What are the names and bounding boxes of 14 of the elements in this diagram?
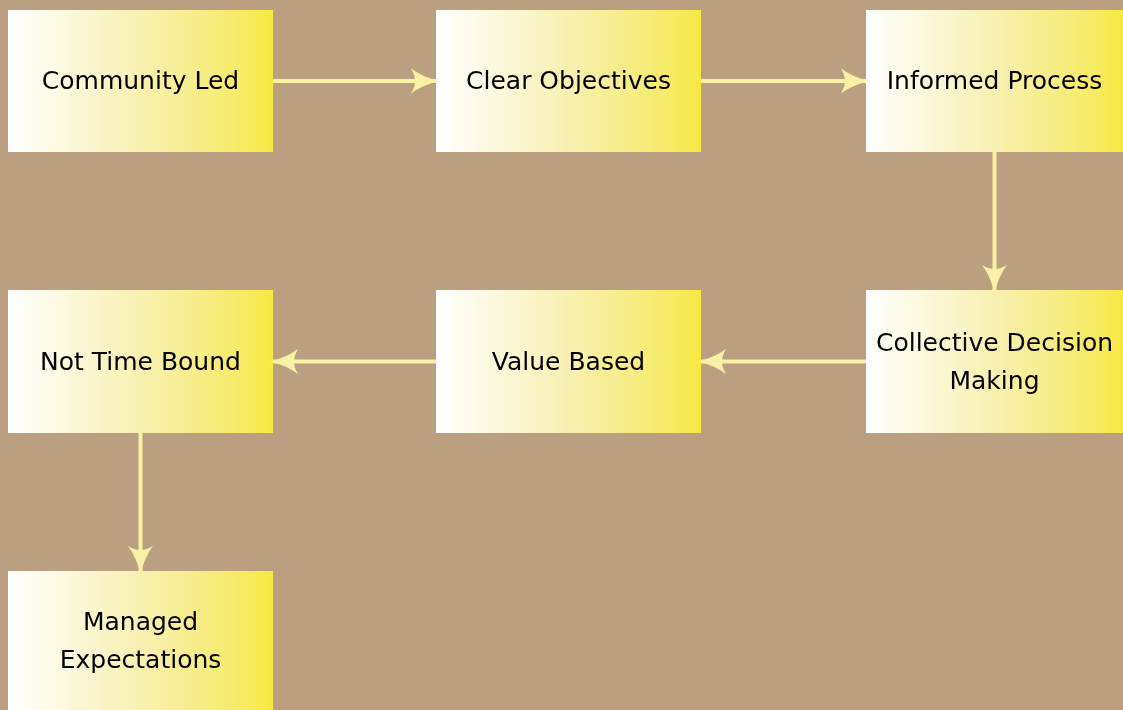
box-label: Clear Objectives	[466, 65, 671, 98]
process-box	[866, 290, 1123, 433]
box-label: Informed Process	[886, 65, 1103, 98]
process-box	[436, 290, 701, 433]
process-box	[866, 10, 1123, 152]
process-box	[8, 571, 273, 710]
process-box	[8, 10, 273, 152]
box-label: Community Led	[41, 65, 240, 98]
process-box	[8, 290, 273, 433]
box-label: Not Time Bound	[40, 345, 241, 378]
box-label: Collective Decision Making	[874, 327, 1115, 397]
box-label: Managed Expectations	[58, 606, 223, 676]
process-box	[436, 10, 701, 152]
box-label: Value Based	[491, 345, 646, 378]
